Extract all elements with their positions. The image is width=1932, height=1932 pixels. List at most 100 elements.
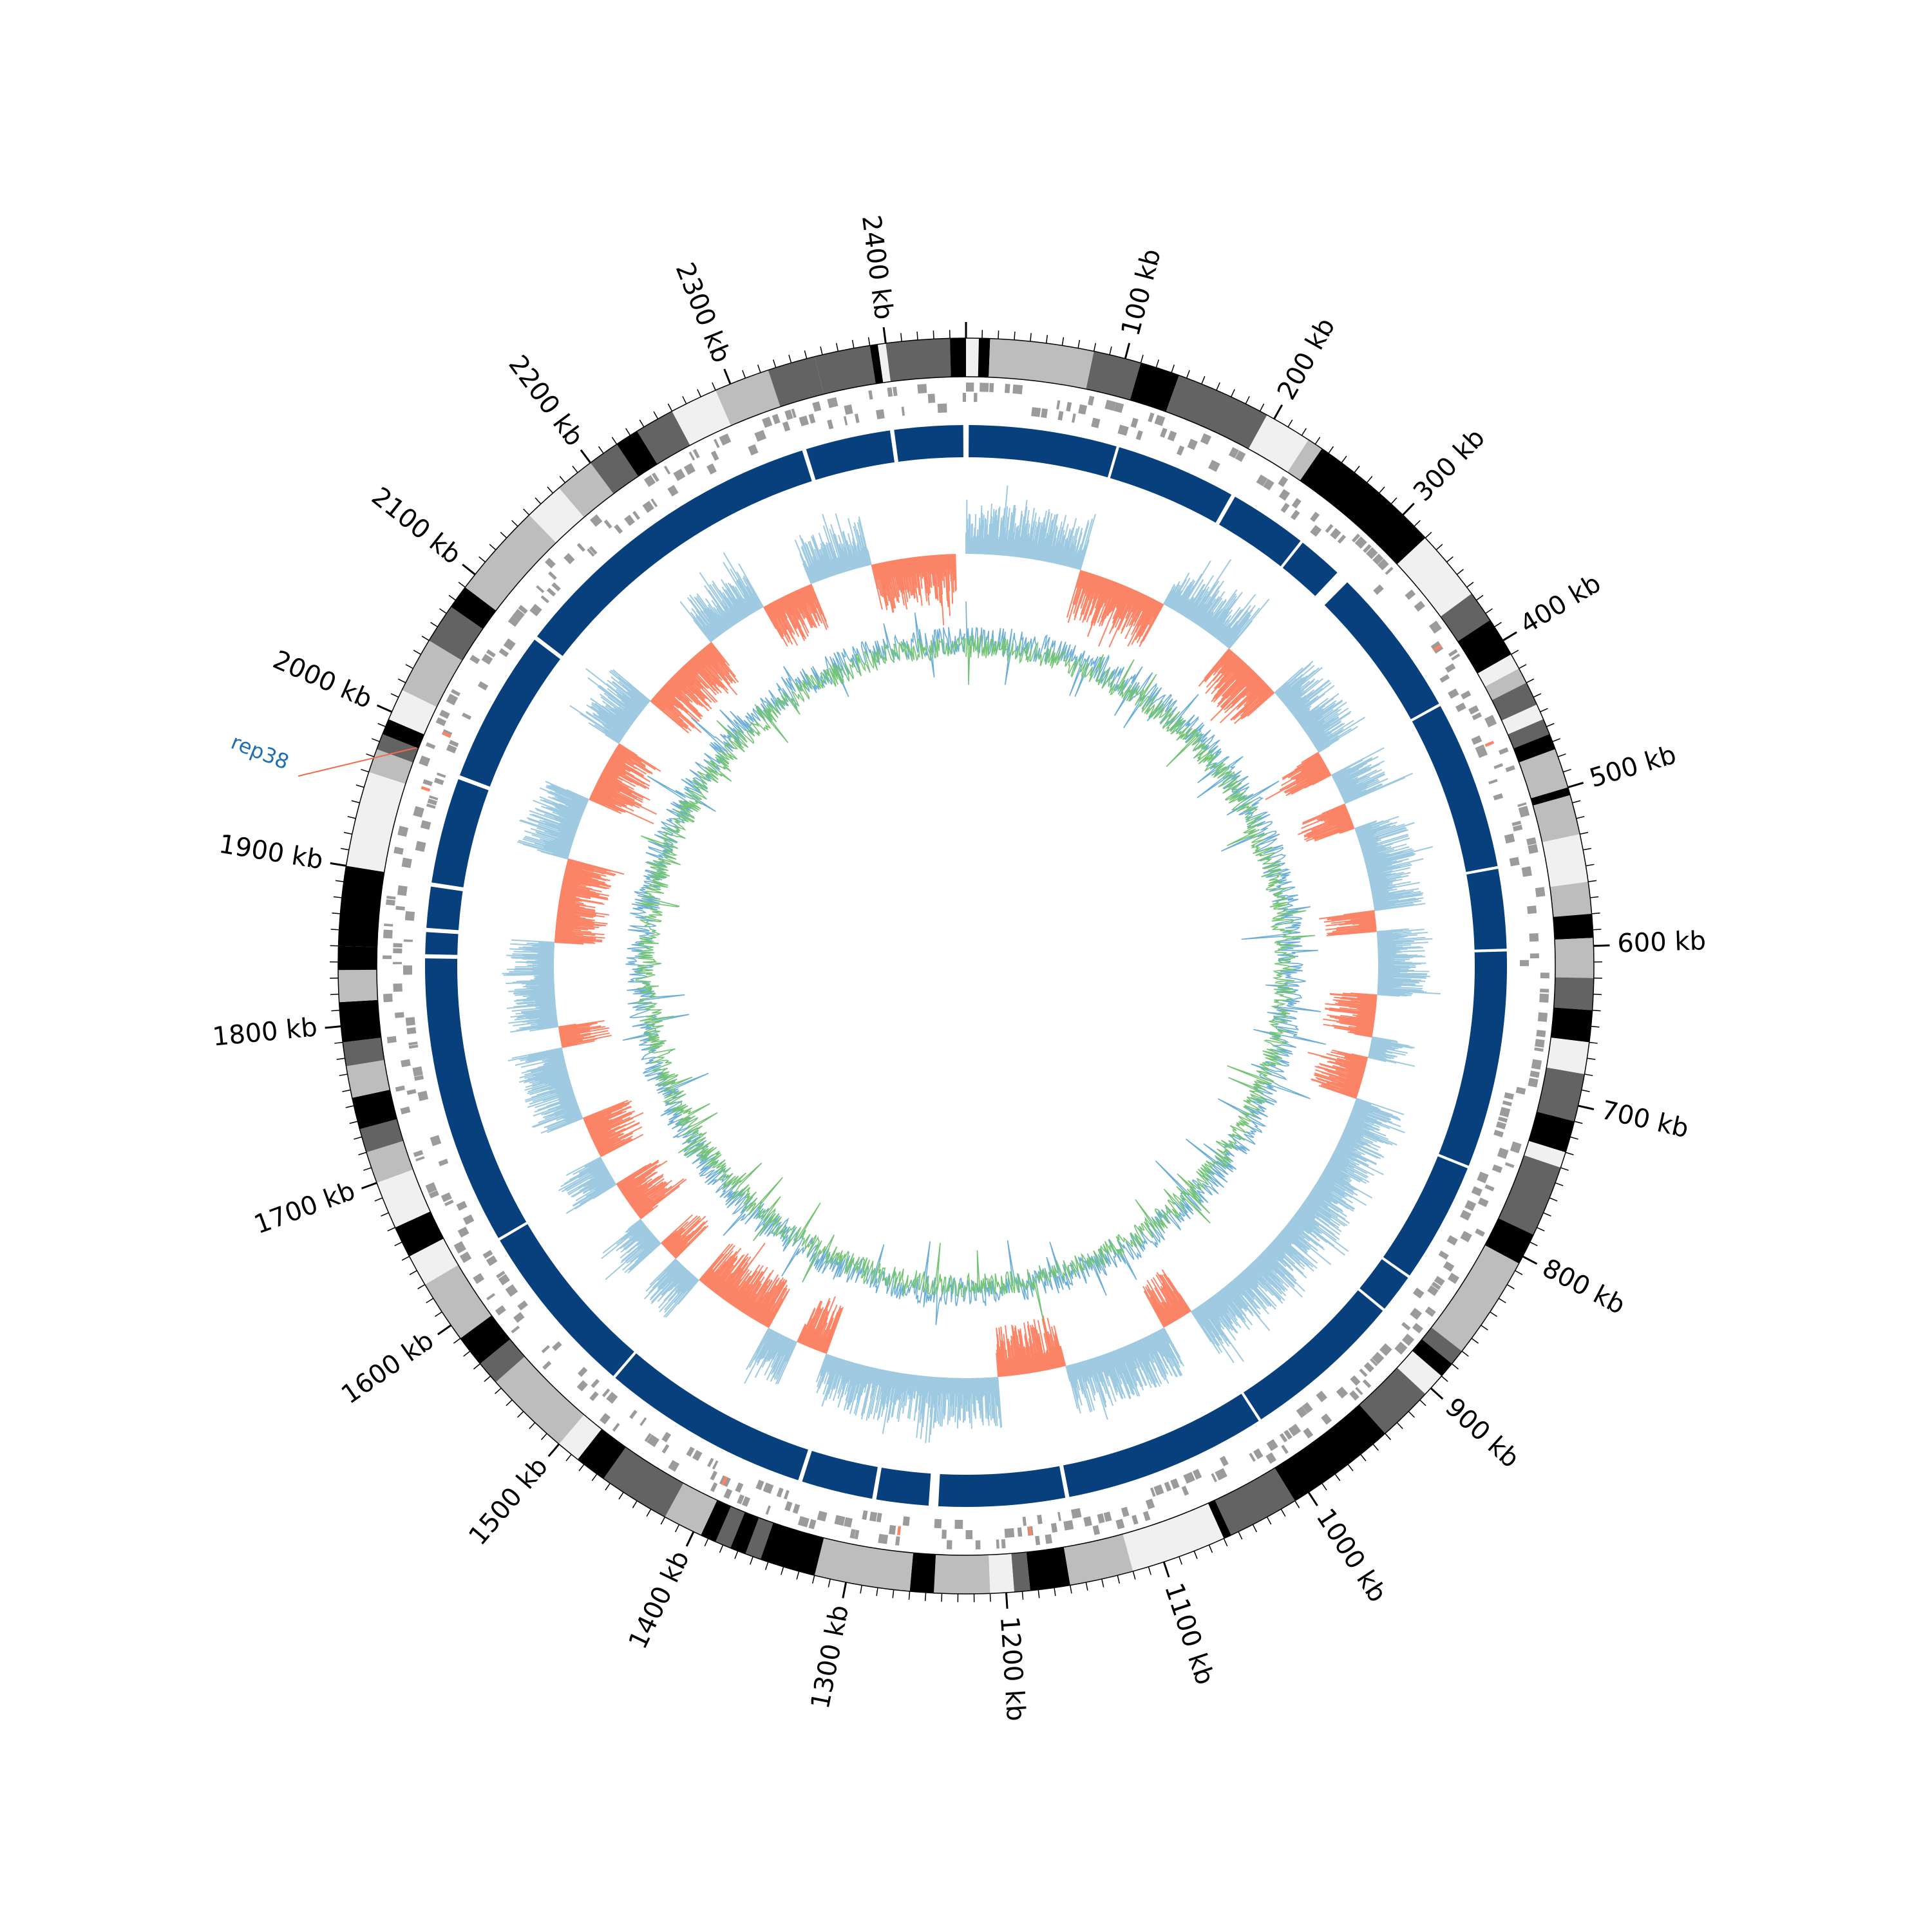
gene-feature (1472, 712, 1482, 721)
gene-feature (1484, 1184, 1495, 1191)
gene-feature (723, 1488, 733, 1499)
minor-tick (397, 678, 406, 683)
gene-feature (436, 772, 446, 778)
gene-feature (792, 1503, 800, 1514)
gc-skew-base (1358, 911, 1377, 933)
gene-feature (1330, 528, 1341, 540)
tick-label: 100 kb (1116, 246, 1167, 339)
annotation-leader-line (298, 747, 417, 777)
ideogram-band (966, 338, 979, 377)
ideogram-band (578, 1429, 626, 1479)
ideogram-band (1528, 1112, 1575, 1153)
minor-tick (1584, 1074, 1593, 1076)
tick-label: 2400 kb (856, 213, 898, 321)
gene-feature (1434, 1276, 1445, 1286)
gene-feature (435, 717, 447, 726)
minor-tick (345, 1105, 354, 1108)
gene-feature (706, 463, 717, 475)
gene-feature (505, 1284, 518, 1297)
minor-tick (330, 993, 339, 996)
contig-segment (1218, 497, 1301, 567)
gc-skew-base (538, 941, 558, 1029)
gene-feature (1045, 1534, 1052, 1544)
minor-tick (1456, 569, 1464, 575)
gene-feature-highlight (1028, 1526, 1032, 1536)
minor-tick (390, 693, 399, 698)
gene-feature (548, 571, 557, 580)
major-tick (1402, 502, 1415, 516)
gene-feature (1078, 404, 1088, 415)
gc-skew-base (996, 1350, 1066, 1378)
gene-feature (834, 1515, 846, 1526)
gene-feature (1132, 1515, 1139, 1525)
minor-tick (355, 784, 365, 788)
gene-feature (1291, 498, 1302, 509)
gene-feature (849, 1529, 856, 1539)
gc-skew-base (699, 1267, 734, 1300)
minor-tick (1280, 1508, 1286, 1517)
ideogram-band-track (337, 337, 1595, 1595)
ideogram-band (1533, 795, 1580, 842)
gene-feature-highlight (721, 1476, 728, 1486)
gene-feature (1235, 450, 1246, 462)
gene-feature (668, 1459, 680, 1472)
gene-feature (587, 548, 595, 557)
minor-tick (473, 1363, 481, 1370)
gene-feature (1492, 1164, 1503, 1173)
minor-tick (697, 389, 701, 397)
gene-feature (1529, 933, 1539, 942)
ideogram-band (1492, 683, 1537, 721)
gc-skew-base (583, 1112, 615, 1157)
gc-skew-base (723, 1286, 777, 1328)
gene-feature (412, 1066, 423, 1077)
ideogram-band (460, 1315, 510, 1364)
gene-feature (393, 983, 402, 992)
minor-tick (1425, 531, 1432, 538)
minor-tick (1378, 486, 1385, 494)
gene-feature (1017, 1527, 1023, 1537)
gene-feature (1337, 535, 1347, 544)
gene-feature (652, 472, 659, 482)
major-tick (1273, 404, 1283, 420)
ideogram-band (368, 749, 413, 784)
gene-feature (507, 616, 520, 627)
minor-tick (333, 896, 342, 898)
gene-feature (902, 1516, 910, 1526)
tick-label: 700 kb (1598, 1095, 1691, 1144)
gene-feature (606, 1392, 618, 1404)
gene-feature (808, 1519, 817, 1530)
gc-skew-base (1065, 1327, 1171, 1382)
contig-segment (806, 430, 895, 480)
gene-feature (408, 1045, 419, 1049)
gene-feature (1355, 1387, 1363, 1396)
gene-feature (844, 1517, 853, 1528)
gene-feature (1405, 589, 1416, 600)
tick-label: 1500 kb (463, 1452, 554, 1551)
gene-feature (612, 1423, 620, 1432)
tick-label: 1700 kb (251, 1176, 359, 1240)
minor-tick (632, 1501, 638, 1508)
gene-feature (552, 1341, 562, 1351)
minor-tick (354, 1136, 363, 1140)
gene-feature (1117, 424, 1129, 436)
minor-tick (409, 1270, 417, 1275)
gene-feature (686, 1446, 695, 1457)
minor-tick (639, 419, 645, 428)
gene-feature (632, 511, 641, 520)
gene-feature (784, 410, 793, 421)
ideogram-band (495, 1356, 584, 1444)
gene-feature (1505, 765, 1515, 773)
gene-feature (975, 1540, 981, 1549)
minor-tick (605, 1482, 611, 1491)
gene-feature (1448, 649, 1458, 657)
minor-tick (1266, 1517, 1272, 1525)
gene-feature (511, 1325, 520, 1334)
minor-tick (1070, 1585, 1072, 1594)
gene-feature (462, 712, 472, 720)
gene-feature (1464, 1200, 1477, 1211)
minor-tick (523, 508, 530, 516)
minor-tick (1109, 346, 1112, 355)
gene-feature (393, 943, 402, 948)
tick-label: 2000 kb (269, 645, 377, 714)
gc-skew-base (797, 1327, 832, 1354)
